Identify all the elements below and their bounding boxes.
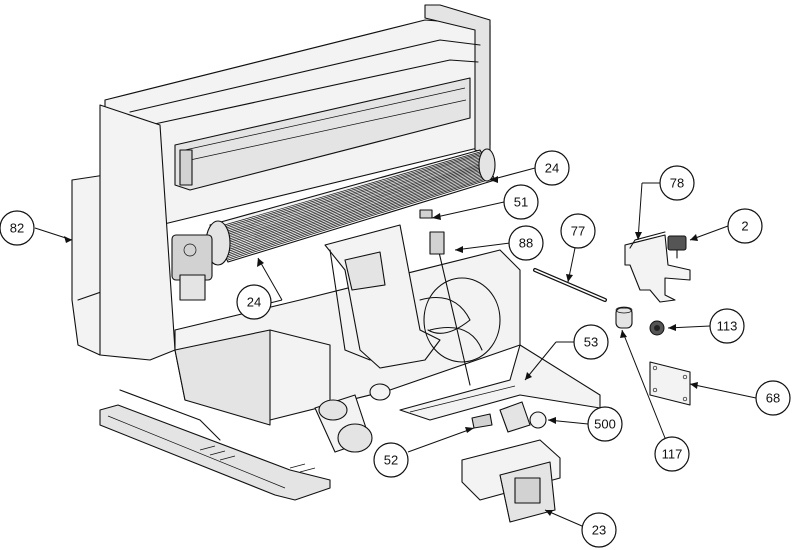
fan-rib	[214, 152, 481, 230]
blower-fan-roller	[171, 148, 496, 301]
svg-text:88: 88	[519, 236, 533, 251]
bracket-500	[499, 401, 547, 433]
grommet-113	[649, 320, 665, 336]
fan-rib	[222, 167, 489, 249]
chute-plate-53	[399, 344, 601, 421]
fan-rib	[215, 154, 482, 232]
cylinder-tube	[314, 383, 391, 453]
fan-rib	[213, 151, 481, 229]
svg-text:2: 2	[741, 219, 748, 234]
part-52	[471, 413, 493, 429]
svg-text:113: 113	[717, 319, 738, 334]
callout-68: 68	[755, 380, 791, 416]
upper-housing	[104, 4, 491, 226]
fan-rib	[224, 171, 491, 253]
callout-88: 88	[508, 225, 544, 261]
cover-plate-68	[649, 361, 691, 406]
svg-text:78: 78	[670, 176, 684, 191]
svg-text:500: 500	[594, 417, 616, 432]
svg-text:77: 77	[571, 224, 585, 239]
svg-text:52: 52	[384, 453, 398, 468]
svg-text:23: 23	[592, 523, 606, 538]
microswitch-2	[667, 235, 687, 259]
callout-51: 51	[503, 184, 539, 220]
svg-text:117: 117	[662, 447, 683, 462]
bracket-78	[624, 231, 691, 303]
fan-rib	[223, 168, 490, 250]
fan-rib	[226, 175, 493, 258]
callout-bubbles: 82 24 24 51 88 77 78 2 113 68 53	[0, 150, 791, 548]
fan-rib	[217, 157, 484, 236]
fan-rib	[219, 161, 486, 241]
svg-text:51: 51	[514, 195, 528, 210]
callout-23: 23	[581, 512, 617, 548]
svg-text:24: 24	[247, 295, 261, 310]
fan-rib	[227, 177, 495, 261]
callout-77: 77	[560, 213, 596, 249]
callout-24-lower: 24	[236, 284, 272, 320]
tray-slots	[199, 445, 316, 473]
callout-500: 500	[587, 406, 623, 442]
fan-rib	[216, 156, 483, 235]
fan-rib	[221, 165, 488, 246]
fan-rib	[217, 159, 485, 238]
auger-assembly	[324, 209, 501, 386]
callout-leaders	[34, 167, 757, 527]
callout-24-upper: 24	[534, 150, 570, 186]
callout-78: 78	[659, 165, 695, 201]
auger-screw	[419, 234, 501, 386]
fan-rib	[221, 166, 489, 247]
rod-77	[533, 268, 607, 302]
fan-rib	[223, 170, 491, 252]
fan-rib	[220, 164, 487, 244]
fan-ribs	[213, 151, 495, 261]
svg-text:68: 68	[766, 391, 780, 406]
fan-rib	[227, 176, 494, 259]
callout-53: 53	[573, 324, 609, 360]
callout-82: 82	[0, 210, 35, 246]
gearmotor-23	[461, 439, 561, 523]
fan-rib	[215, 155, 483, 233]
svg-text:24: 24	[545, 161, 559, 176]
callout-2: 2	[727, 208, 763, 244]
callout-113: 113	[709, 308, 745, 344]
callout-52: 52	[373, 442, 409, 478]
fan-rib	[225, 172, 492, 255]
svg-text:53: 53	[584, 335, 598, 350]
sleeve-117	[615, 306, 633, 329]
fan-rib	[225, 173, 493, 256]
svg-text:82: 82	[10, 221, 24, 236]
fan-rib	[219, 162, 487, 243]
fan-rib	[218, 160, 485, 240]
callout-117: 117	[654, 436, 690, 472]
